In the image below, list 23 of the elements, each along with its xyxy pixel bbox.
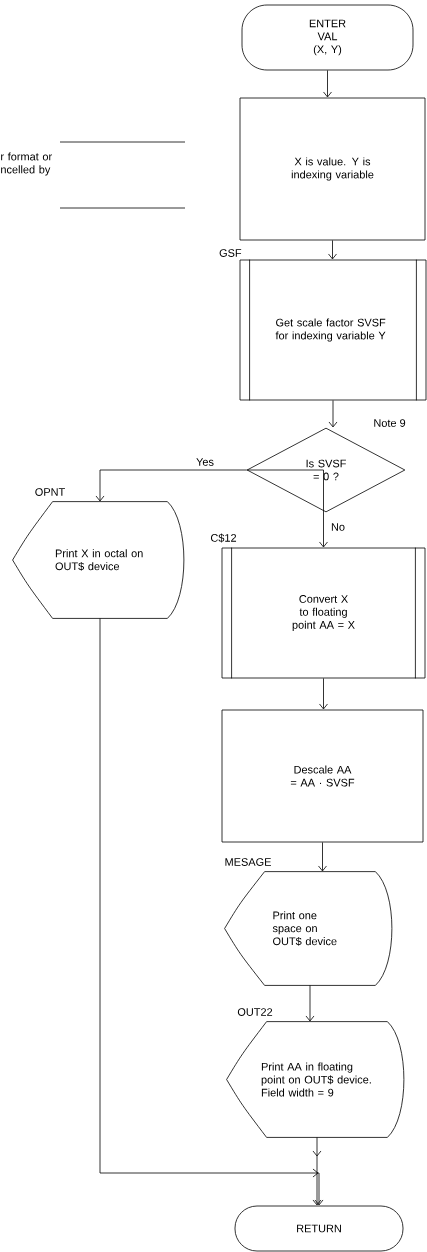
arrow [312, 1137, 322, 1206]
entry-label: C$12 [210, 533, 237, 543]
edge-label: No [331, 523, 345, 531]
process-box: X is value. Y is indexing variable [239, 97, 426, 241]
arrow [328, 240, 337, 260]
arrow [246, 469, 328, 548]
process-box: Descale AA = AA · SVSF [221, 709, 424, 843]
note-label: Note 9 [374, 419, 406, 427]
entry-label: OPNT [35, 488, 65, 496]
predefined-process-box: Convert X to floating point AA = X [221, 547, 426, 679]
arrow [328, 400, 338, 428]
arrow [305, 985, 315, 1022]
arrow [99, 618, 324, 1206]
arrow [318, 842, 327, 872]
predefined-process-box: Get scale factor SVSF for indexing variable Y [239, 259, 427, 401]
entry-label: GSF [219, 249, 242, 257]
note-text: r format or ncelled by [1, 152, 52, 176]
entry-label: MESAGE [225, 858, 271, 866]
edge-label: Yes [196, 458, 214, 466]
entry-label: OUT22 [237, 1008, 273, 1016]
arrow [319, 678, 328, 710]
arrow [95, 469, 247, 502]
arrow [323, 70, 332, 98]
